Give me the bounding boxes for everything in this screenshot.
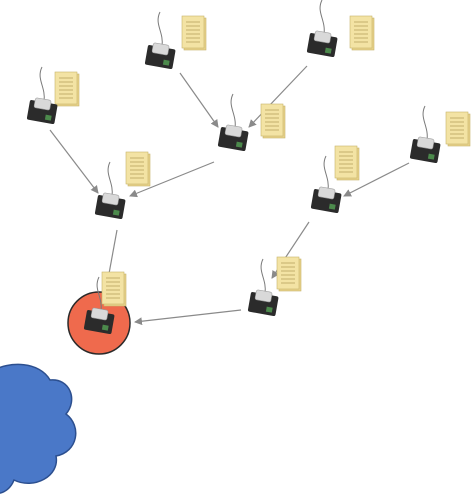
node-top-right-sensor	[306, 0, 375, 57]
edge-left-sensor-to-left-mid-sensor	[49, 129, 99, 194]
document-icon	[101, 271, 127, 307]
nodes-layer	[26, 0, 471, 355]
document-icon	[334, 145, 360, 181]
edge-top-right-sensor-to-center-sensor	[248, 65, 308, 128]
document-icon	[276, 256, 302, 292]
node-right-mid-sensor	[310, 145, 360, 213]
sensor-device-icon	[306, 0, 338, 57]
document-icon	[349, 15, 375, 51]
node-left-sensor	[26, 66, 80, 124]
node-left-mid-sensor	[94, 151, 151, 219]
node-right-sensor	[409, 105, 471, 163]
sensor-device-icon	[83, 276, 115, 334]
sensor-device-icon	[247, 258, 279, 316]
document-icon	[445, 111, 471, 147]
edge-right-sensor-to-right-mid-sensor	[343, 162, 410, 197]
sensor-device-icon	[310, 155, 342, 213]
edges-layer	[49, 65, 410, 326]
cloud-icon	[0, 363, 77, 494]
document-icon	[181, 15, 207, 51]
cloud-layer	[0, 363, 77, 494]
node-sink-node	[67, 271, 131, 355]
document-icon	[125, 151, 151, 187]
edge-center-sensor-to-left-mid-sensor	[129, 161, 215, 198]
sensor-device-icon	[26, 66, 58, 124]
node-center-sensor	[217, 93, 286, 151]
document-icon	[260, 103, 286, 139]
sensor-device-icon	[94, 161, 126, 219]
document-icon	[54, 71, 80, 107]
edge-top-left-sensor-to-center-sensor	[179, 72, 219, 128]
node-lower-right-sensor	[247, 256, 302, 316]
node-top-left-sensor	[144, 11, 207, 69]
edge-lower-right-sensor-to-sink-node	[134, 309, 242, 326]
sensor-device-icon	[217, 93, 249, 151]
sensor-device-icon	[409, 105, 441, 163]
sensor-device-icon	[144, 11, 176, 69]
